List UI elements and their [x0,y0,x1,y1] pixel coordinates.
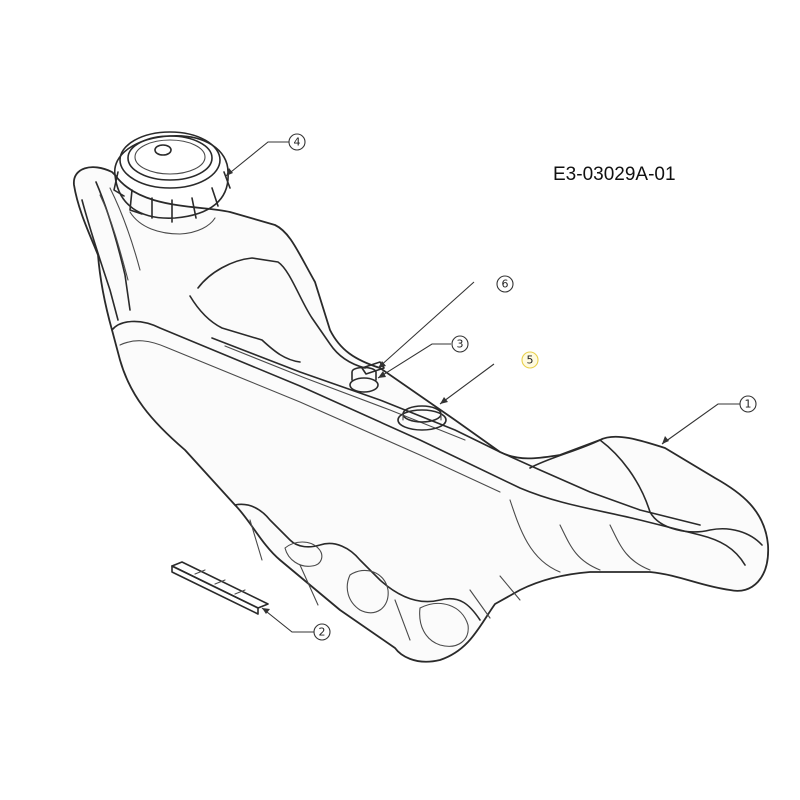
sensor-plug [397,405,447,431]
callout-6[interactable]: 6 [496,275,514,293]
tank-front-edge-2 [119,340,501,493]
fuel-cap-rim [119,131,221,189]
foam-strip-face [171,565,259,615]
callout-3[interactable]: 3 [451,335,469,353]
fuel-cap-grips [113,171,231,223]
callout-2-label: 2 [319,626,326,639]
foam-strip-top [171,561,269,609]
callout-5-label: 5 [527,354,534,367]
fuel-fitting-nipple [361,361,385,375]
tank-underside [234,503,481,621]
sensor-plug-base [397,409,447,431]
foam-strip-segments [194,569,246,595]
leader-5 [439,363,495,405]
arrow-6 [378,361,386,368]
sensor-plug-side [402,413,442,421]
callout-6-label: 6 [502,278,509,291]
leader-3 [377,343,451,379]
arrow-4 [226,168,233,176]
fuel-cap-top-inner [134,139,206,175]
fuel-cap-vent [154,144,172,156]
arrow-3 [378,371,386,378]
fuel-cap-neck [129,211,216,235]
tank-underside-lines [249,519,521,641]
leader-lines [225,141,740,633]
callout-1-label: 1 [745,398,752,411]
fuel-fitting [349,361,385,393]
tank-right-arm-inner [509,499,651,573]
tank-upper-ledge-inner [189,295,301,363]
tank-upper-ledge [197,257,366,369]
arrow-2 [262,608,270,614]
fuel-fitting-base [349,377,379,393]
tank-outline [73,166,769,663]
callout-4[interactable]: 4 [288,133,306,151]
callout-1[interactable]: 1 [739,395,757,413]
tank-top-ridge [211,337,701,526]
tank-top-ridge-2 [224,345,466,441]
callout-2[interactable]: 2 [313,623,331,641]
fuel-tank [73,131,769,663]
arrow-5 [440,397,448,404]
fuel-cap-top [127,135,213,181]
callout-4-label: 4 [294,136,301,149]
leader-4 [225,141,290,177]
tank-front-edge [111,320,746,566]
leader-6 [377,281,475,369]
tank-right-arm [529,439,763,546]
drawing-code: E3-03029A-01 [553,164,676,185]
tank-underside-recess [284,541,469,647]
fuel-cap [113,131,231,235]
arrow-1 [662,436,669,444]
leader-2 [261,607,316,633]
callout-5[interactable]: 5 [521,351,539,369]
callout-3-label: 3 [457,338,464,351]
tank-left-column-inner [99,187,141,281]
leader-1 [661,403,740,445]
foam-strip [171,561,269,615]
tank-left-column [81,181,131,321]
